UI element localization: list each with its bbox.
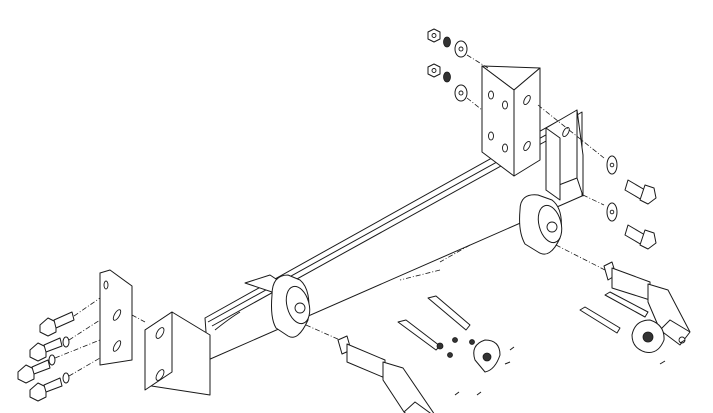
left-clevis-pin (337, 335, 435, 413)
bolt (39, 297, 101, 337)
top-nuts-washers (427, 28, 489, 111)
left-collar (244, 274, 341, 341)
left-bolts-washers (17, 297, 101, 402)
center-rods-connector (397, 244, 515, 396)
right-bolts-washers (537, 104, 657, 250)
right-collar (519, 194, 606, 271)
left-outer-plate (99, 269, 146, 366)
top-corner-bracket (481, 65, 541, 177)
right-mount-bracket (545, 109, 584, 201)
bottom-right-rods-connector (579, 291, 686, 365)
bolt (17, 339, 101, 384)
left-inner-plate (144, 311, 211, 396)
bolt (29, 319, 101, 362)
bolt (29, 357, 101, 402)
right-clevis-pin (603, 261, 691, 346)
